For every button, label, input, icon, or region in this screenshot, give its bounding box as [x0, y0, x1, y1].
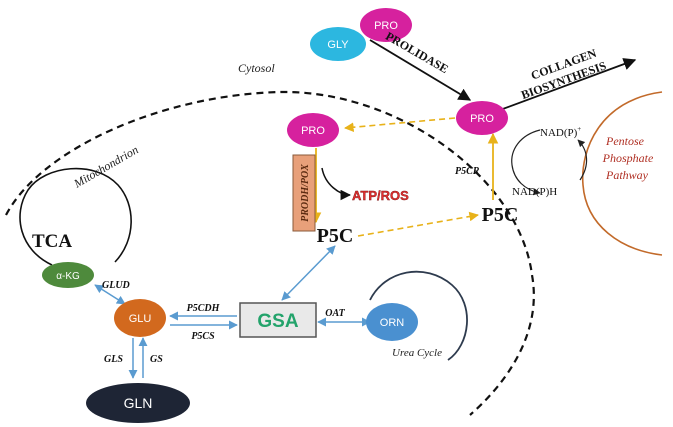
glud-label: GLUD	[102, 280, 130, 291]
pro-dipeptide-node	[360, 8, 412, 42]
pro-cytosol-node	[456, 101, 508, 135]
p5cdh-label: P5CDH	[187, 303, 221, 314]
p5cr-label: P5CR	[455, 166, 480, 177]
gln-node	[86, 383, 190, 423]
nadp-reduction-arrow	[577, 139, 588, 181]
akg-node	[42, 262, 94, 288]
phosphate-label: Phosphate	[602, 151, 654, 165]
mitochondrion-membrane	[5, 90, 535, 416]
tca-label: TCA	[32, 231, 72, 252]
pro-mito-node	[287, 113, 339, 147]
p5c-transport-arrow	[357, 211, 479, 237]
gs-label: GS	[150, 354, 163, 365]
cytosol-label: Cytosol	[238, 61, 275, 75]
collagen-arrow	[499, 58, 637, 111]
urea-cycle-arc	[369, 270, 468, 361]
gls-label: GLS	[104, 354, 123, 365]
p5c-mito-label: P5C	[317, 225, 354, 247]
nadp-plus-label: NAD(P)+	[540, 125, 581, 139]
pentose-phosphate-arc	[581, 91, 663, 256]
orn-label: ORN	[380, 317, 405, 329]
gly-node	[310, 27, 366, 61]
pro-dipeptide-label: PRO	[374, 20, 398, 32]
pentose-label: Pentose	[605, 134, 645, 148]
prolidase-arrow	[369, 39, 472, 101]
glu-label: GLU	[129, 313, 152, 325]
orn-node	[366, 303, 418, 341]
nadp-cycle-arrow	[511, 129, 541, 196]
gsa-p5c-arrow	[281, 245, 336, 301]
pro-transport-arrow	[344, 117, 456, 132]
tca-cycle-arc	[19, 167, 132, 266]
gsa-box	[239, 302, 317, 338]
urea-cycle-label: Urea Cycle	[392, 347, 442, 359]
pro-cytosol-label: PRO	[470, 113, 494, 125]
glud-arrow	[94, 284, 126, 305]
atp-ros-arrow	[321, 167, 352, 201]
nadp-plus-sup: +	[577, 125, 581, 133]
atp-ros-label: ATP/ROS	[352, 188, 409, 203]
oat-label: OAT	[325, 308, 345, 319]
mitochondrion-label: Mitochondrion	[70, 142, 140, 191]
gsa-label: GSA	[257, 311, 298, 332]
akg-label: α-KG	[56, 271, 80, 282]
nadph-label: NAD(P)H	[512, 186, 557, 198]
gln-label: GLN	[124, 395, 153, 411]
prodh-box: PRODH/POX	[292, 154, 316, 232]
prodh-label: PRODH/POX	[300, 164, 311, 222]
p5cs-label: P5CS	[191, 331, 215, 342]
glu-node	[114, 299, 166, 337]
p5c-cytosol-label: P5C	[482, 204, 519, 226]
pro-mito-label: PRO	[301, 125, 325, 137]
gly-label: GLY	[327, 39, 349, 51]
pathway-label: Pathway	[605, 168, 649, 182]
